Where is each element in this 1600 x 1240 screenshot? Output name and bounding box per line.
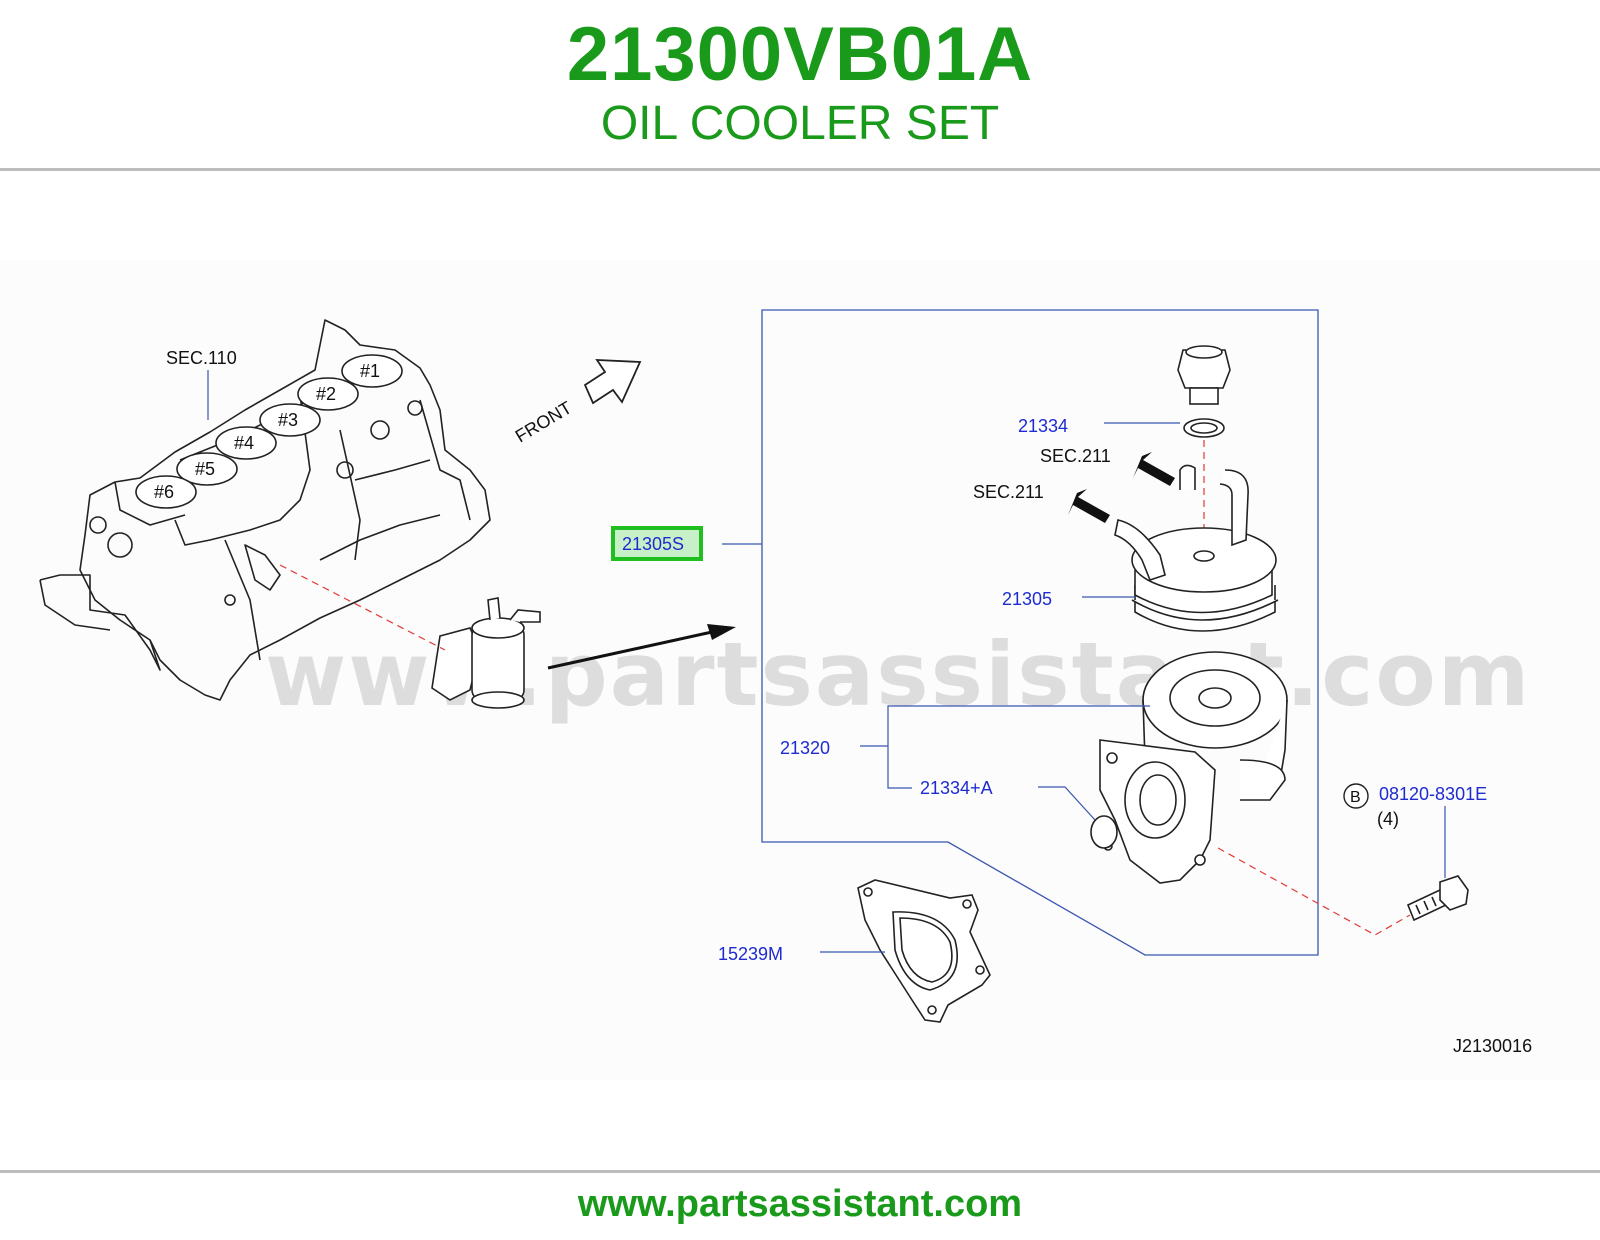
part-name-subtitle: OIL COOLER SET — [600, 97, 1000, 150]
front-arrow-icon — [583, 359, 642, 405]
cylinder-label-3: #3 — [278, 410, 298, 430]
part-number-title: 21300VB01A — [566, 12, 1034, 97]
cylinder-label-2: #2 — [316, 384, 336, 404]
leader-21334a — [1038, 786, 1096, 821]
cylinder-bores — [135, 354, 403, 509]
sec211-upper-arrow-icon — [1133, 452, 1175, 486]
label-21305[interactable]: 21305 — [1002, 589, 1052, 609]
header-divider — [0, 168, 1600, 171]
bolt-marker-label: B — [1350, 789, 1361, 806]
oil-cooler-drawing — [1114, 464, 1279, 632]
footer-url-link[interactable]: www.partsassistant.com — [577, 1183, 1023, 1225]
label-21334a[interactable]: 21334+A — [920, 778, 993, 798]
cylinder-label-1: #1 — [360, 361, 380, 381]
bolt-marker-circle — [1343, 783, 1369, 809]
footer-divider — [0, 1170, 1600, 1173]
label-15239m[interactable]: 15239M — [718, 944, 783, 964]
callout-frame — [761, 309, 1319, 956]
highlighted-part-box[interactable] — [611, 526, 703, 561]
engine-block-drawing — [39, 319, 491, 701]
label-21320[interactable]: 21320 — [780, 738, 830, 758]
cylinder-label-5: #5 — [195, 459, 215, 479]
front-label: FRONT — [512, 397, 575, 446]
label-08120-8301e[interactable]: 08120-8301E — [1379, 784, 1487, 804]
cooler-housing-drawing — [1099, 651, 1288, 884]
oring-21334a-drawing — [1090, 815, 1118, 849]
sec211-lower-arrow-icon — [1068, 489, 1110, 523]
sec211-lower-label: SEC.211 — [973, 482, 1044, 502]
bracket-21320 — [887, 705, 1150, 789]
highlighted-part-label[interactable]: 21305S — [622, 534, 684, 554]
gasket-drawing — [857, 879, 991, 1023]
pointer-arrow-head — [707, 624, 736, 640]
drain-plug-drawing — [1177, 345, 1231, 438]
label-21334[interactable]: 21334 — [1018, 416, 1068, 436]
diagram-canvas: www.partsassistant.com — [39, 309, 1532, 1056]
header: 21300VB01A OIL COOLER SET — [0, 0, 1600, 168]
bolt-drawing — [1406, 875, 1469, 922]
bolt-dashed-line — [1217, 847, 1411, 936]
figure-id: J2130016 — [1453, 1036, 1532, 1056]
cylinder-label-6: #6 — [154, 482, 174, 502]
bolt-quantity: (4) — [1377, 809, 1399, 829]
pointer-arrow-line — [547, 630, 713, 670]
sec211-upper-label: SEC.211 — [1040, 446, 1111, 466]
parts-diagram: www.partsassistant.com — [0, 260, 1600, 1080]
cylinder-label-4: #4 — [234, 433, 254, 453]
engine-section-label: SEC.110 — [166, 348, 237, 368]
engine-dashed-line — [279, 564, 446, 651]
installed-cooler-drawing — [431, 597, 541, 709]
